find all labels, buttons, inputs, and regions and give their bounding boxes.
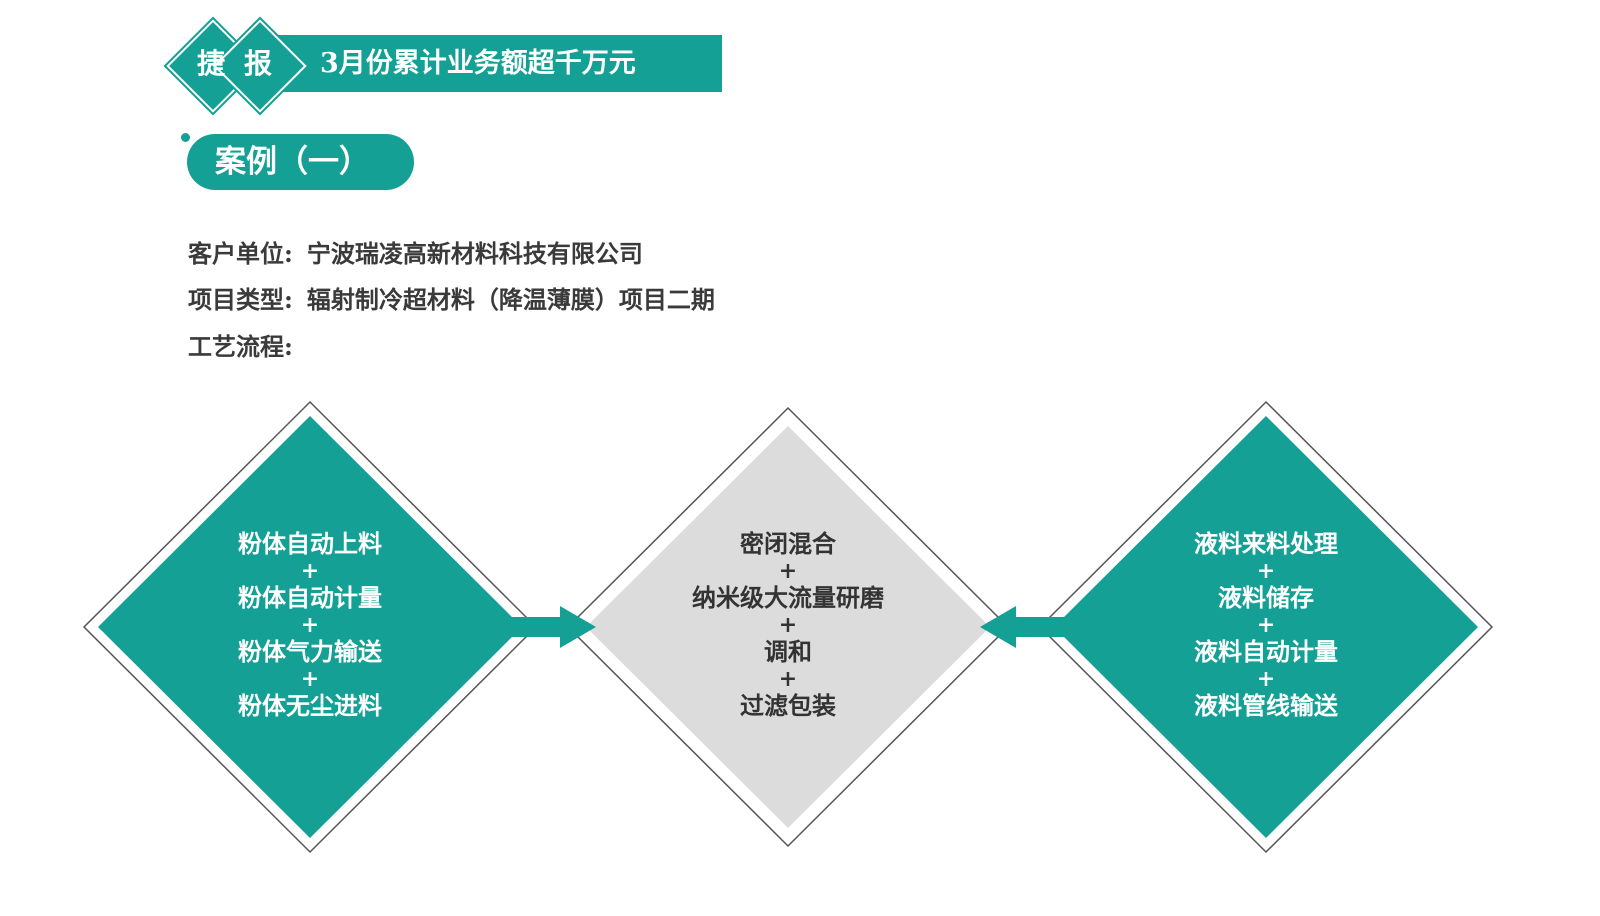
- project-label: 项目类型:: [188, 285, 293, 314]
- plus-sign: +: [300, 558, 320, 584]
- plus-sign: +: [778, 666, 798, 692]
- process-label: 工艺流程:: [188, 332, 293, 361]
- plus-sign: +: [1256, 612, 1276, 638]
- middle-step-3: 调和: [764, 637, 812, 666]
- right-step-3: 液料自动计量: [1194, 637, 1338, 666]
- left-step-1: 粉体自动上料: [238, 529, 382, 558]
- plus-sign: +: [778, 558, 798, 584]
- right-diamond-fill: [1054, 416, 1478, 838]
- left-diamond-fill: [98, 416, 522, 838]
- process-row: 工艺流程:: [188, 327, 293, 362]
- middle-diamond-fill: [586, 426, 990, 828]
- project-value: 辐射制冷超材料（降温薄膜）项目二期: [306, 285, 715, 314]
- middle-step-1: 密闭混合: [740, 529, 836, 558]
- arrow-left-icon: [980, 606, 1064, 648]
- plus-sign: +: [1256, 558, 1276, 584]
- badge-char-1: 捷: [196, 47, 225, 80]
- arrow-right-icon: [512, 606, 596, 648]
- left-step-2: 粉体自动计量: [238, 583, 382, 612]
- case-label: 案例（一）: [215, 144, 370, 180]
- middle-node-text: 密闭混合 + 纳米级大流量研磨 + 调和 + 过滤包装: [638, 450, 938, 800]
- left-step-4: 粉体无尘进料: [238, 691, 382, 720]
- decor-dot: [181, 133, 190, 142]
- right-step-2: 液料储存: [1218, 583, 1314, 612]
- middle-step-4: 过滤包装: [740, 691, 836, 720]
- plus-sign: +: [778, 612, 798, 638]
- middle-step-2: 纳米级大流量研磨: [692, 583, 884, 612]
- plus-sign: +: [300, 612, 320, 638]
- right-step-1: 液料来料处理: [1194, 529, 1338, 558]
- header-title: 3月份累计业务额超千万元: [320, 48, 636, 79]
- client-label: 客户单位:: [188, 239, 293, 268]
- right-node-text: 液料来料处理 + 液料储存 + 液料自动计量 + 液料管线输送: [1116, 450, 1416, 800]
- case-pill: [187, 134, 414, 190]
- left-node-text: 粉体自动上料 + 粉体自动计量 + 粉体气力输送 + 粉体无尘进料: [160, 450, 460, 800]
- badge-char-2: 报: [243, 47, 272, 80]
- left-step-3: 粉体气力输送: [238, 637, 382, 666]
- plus-sign: +: [1256, 666, 1276, 692]
- project-row: 项目类型: 辐射制冷超材料（降温薄膜）项目二期: [188, 280, 715, 315]
- right-step-4: 液料管线输送: [1194, 691, 1338, 720]
- client-row: 客户单位: 宁波瑞凌高新材料科技有限公司: [188, 234, 643, 269]
- client-value: 宁波瑞凌高新材料科技有限公司: [306, 239, 643, 268]
- plus-sign: +: [300, 666, 320, 692]
- header-banner: [270, 35, 722, 92]
